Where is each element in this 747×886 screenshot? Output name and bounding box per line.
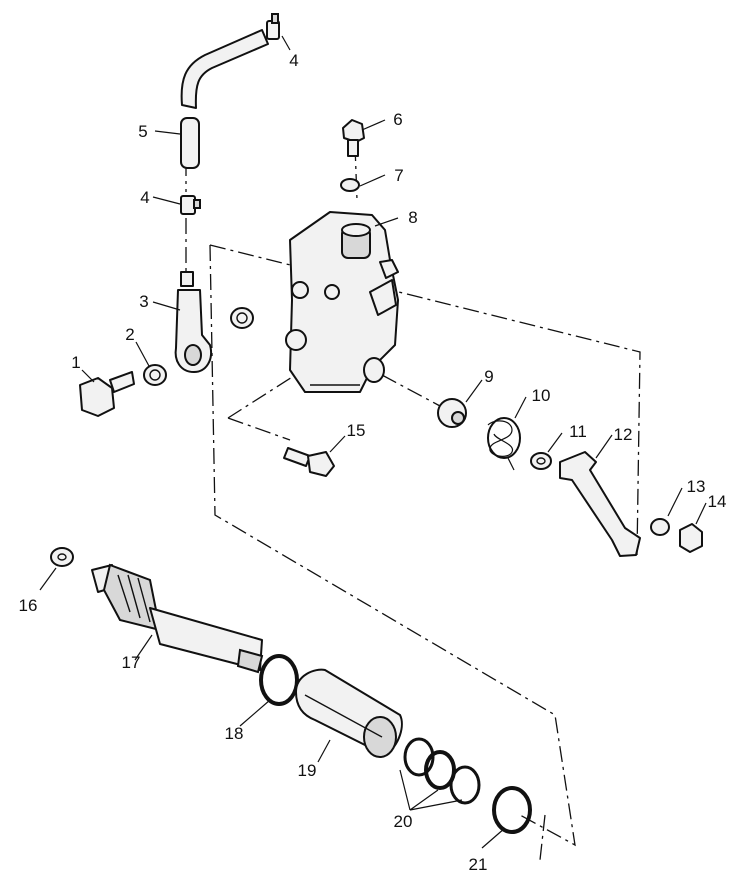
callout-14: 14 [708, 492, 727, 511]
callout-4-lower: 4 [140, 188, 149, 207]
return-spring [487, 417, 521, 471]
lever-nut [679, 523, 703, 553]
pump-sleeve [295, 668, 403, 758]
callout-21: 21 [469, 855, 488, 874]
callout-10: 10 [532, 386, 551, 405]
bleeder-washer [340, 178, 360, 192]
banjo-bolt [79, 371, 135, 417]
lever-lock-washer [650, 518, 670, 536]
callout-18: 18 [225, 724, 244, 743]
callout-19: 19 [298, 761, 317, 780]
callout-labels: 1 2 3 4 4 5 6 7 8 9 10 11 12 13 14 15 16… [19, 51, 727, 874]
shim-set [403, 737, 481, 805]
callout-11: 11 [569, 422, 587, 441]
oil-hose [180, 29, 269, 109]
callout-9: 9 [484, 367, 493, 386]
callout-13: 13 [687, 477, 706, 496]
callout-15: 15 [347, 421, 366, 440]
callout-8: 8 [408, 208, 417, 227]
callout-3: 3 [139, 292, 148, 311]
callout-5: 5 [138, 122, 147, 141]
callout-2: 2 [125, 325, 134, 344]
hose-sleeve [180, 117, 200, 169]
bleeder-screw [342, 119, 365, 157]
callout-17: 17 [122, 653, 141, 672]
o-ring-21 [492, 786, 532, 834]
leader-lines [39, 35, 707, 849]
pump-drive-shaft [91, 563, 264, 674]
callout-4-top: 4 [289, 51, 298, 70]
callout-7: 7 [394, 166, 403, 185]
lever-washer [530, 452, 552, 470]
callout-12: 12 [614, 425, 633, 444]
sealing-washer-pump [230, 307, 254, 329]
pump-lever [559, 451, 641, 557]
oil-pump-body [285, 211, 399, 393]
sealing-washer-2 [143, 364, 167, 386]
banjo-fitting [174, 271, 212, 373]
shaft-washer [50, 547, 74, 567]
pump-collar [437, 398, 467, 428]
callout-1: 1 [71, 353, 80, 372]
callout-20: 20 [394, 812, 413, 831]
callout-16: 16 [19, 596, 38, 615]
hose-clamp-top [266, 13, 280, 40]
assembly-center-lines [185, 144, 641, 861]
callout-6: 6 [393, 110, 402, 129]
hose-clamp-lower [180, 195, 201, 215]
pump-mounting-bolt [283, 447, 335, 477]
o-ring-18 [259, 654, 299, 706]
